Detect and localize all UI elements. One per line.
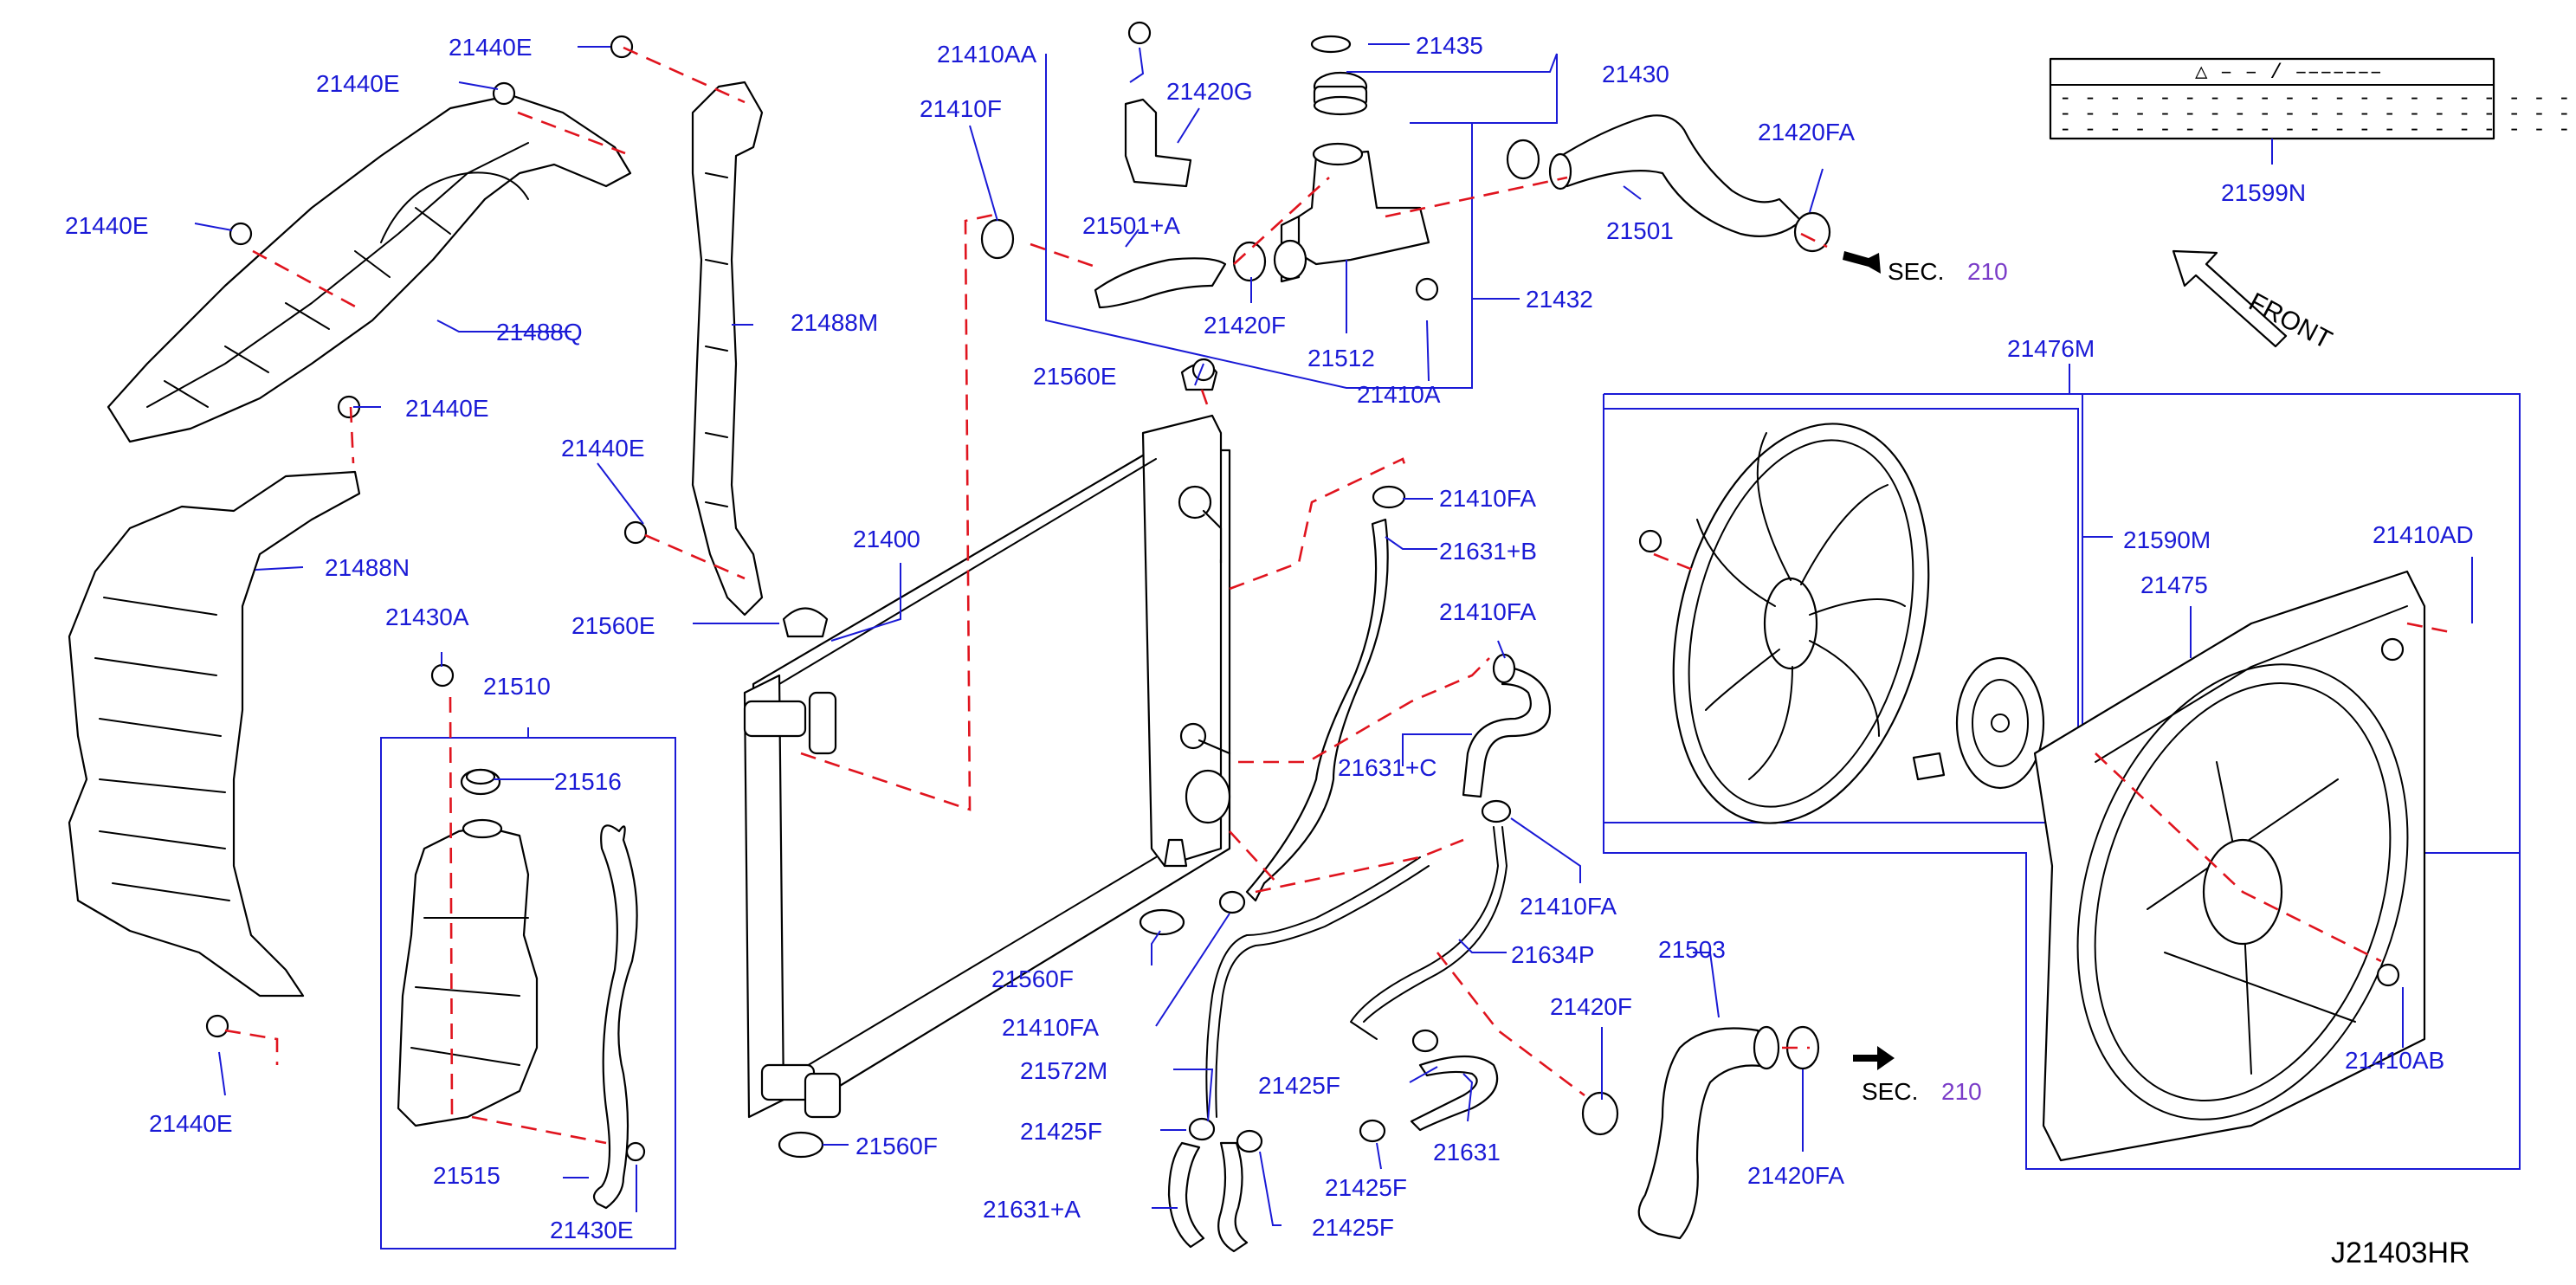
warning-label-line: - - - - - - - - - - - - - - - - - - - - …	[2059, 87, 2576, 111]
callout: 21476M	[2007, 335, 2095, 362]
warning-label-line: - - - - - - - - - - - - - - - - - - - - …	[2059, 103, 2576, 126]
callout: 21516	[554, 768, 622, 795]
callout: 21430A	[385, 604, 469, 630]
callout: 21560E	[571, 612, 655, 639]
callout: 21420G	[1166, 78, 1253, 105]
leader-lines	[194, 43, 2473, 1226]
hose-21634P	[1350, 826, 1508, 1040]
warning-label	[2049, 57, 2495, 140]
hose-21631A	[1167, 1141, 1249, 1253]
callout: 21435	[1416, 32, 1483, 59]
radiator-21400	[743, 414, 1231, 1119]
callout: 21488N	[325, 554, 410, 581]
callout: 21410AD	[2373, 521, 2474, 548]
callout: 21440E	[65, 212, 149, 239]
callout: 21512	[1307, 345, 1375, 371]
bracket-21420G	[1124, 98, 1192, 188]
reservoir-hose-21515	[592, 824, 638, 1210]
front-arrow-icon	[2172, 249, 2288, 348]
callout: 21501+A	[1082, 212, 1180, 239]
alignment-lines	[224, 46, 2451, 1145]
callout: 21475	[2140, 571, 2208, 598]
callout: 21590M	[2123, 526, 2211, 553]
callout: 21488M	[791, 309, 878, 336]
hose-21572M	[1205, 856, 1430, 1118]
callout: 21410AA	[937, 41, 1037, 68]
callout: 21440E	[561, 435, 645, 462]
side-seal-21488M	[691, 81, 764, 617]
sec-reference-lower: SEC. 210	[1862, 1078, 1982, 1105]
callout: 21410F	[920, 95, 1002, 122]
callout: 21420FA	[1747, 1162, 1844, 1189]
hose-21501A	[1094, 257, 1227, 309]
reservoir-tank-21510	[397, 768, 539, 1127]
hose-21631C	[1462, 665, 1552, 798]
callout: 21631	[1433, 1139, 1501, 1166]
callout: 21410FA	[1520, 893, 1617, 920]
callout: 21440E	[316, 70, 400, 97]
callout: 21440E	[149, 1110, 233, 1137]
callout: 21425F	[1325, 1174, 1407, 1201]
cap-21430	[1310, 35, 1368, 116]
callout: 21400	[853, 526, 920, 552]
figure-id: J21403HR	[2331, 1237, 2470, 1269]
fastener-clips	[205, 21, 2405, 1162]
callout: 21432	[1526, 286, 1593, 313]
callout: 21410A	[1357, 381, 1441, 408]
sec-number: 210	[1941, 1078, 1982, 1105]
callout: 21503	[1658, 936, 1726, 963]
callout: 21430	[1602, 61, 1669, 87]
lower-hose-21503	[1637, 1025, 1780, 1240]
lower-air-guide-21488N	[68, 470, 361, 998]
callout: 21560F	[991, 965, 1074, 992]
callout: 21440E	[449, 34, 533, 61]
callout: 21631+A	[983, 1196, 1081, 1223]
fan-motor	[1912, 656, 2045, 790]
callout: 21420F	[1204, 312, 1286, 339]
callout: 21631+C	[1338, 754, 1436, 781]
sec-number: 210	[1967, 258, 2008, 285]
callout: 21410FA	[1439, 598, 1536, 625]
warning-label-header: △ – – / –––––––	[2195, 61, 2382, 85]
sec-prefix: SEC.	[1888, 258, 1944, 285]
callout: 21631+B	[1439, 538, 1537, 565]
callout: 21410AB	[2345, 1047, 2444, 1074]
callout-labels: 21440E 21440E 21440E 21488Q 21440E 21488…	[65, 32, 2474, 1243]
callout: 21501	[1606, 217, 1674, 244]
callout: 21425F	[1020, 1118, 1102, 1145]
hose-clamps-top	[980, 139, 1831, 282]
sec-arrow-icon	[1843, 251, 1895, 1070]
hose-21631	[1410, 1055, 1499, 1132]
callout: 21560E	[1033, 363, 1117, 390]
callout: 21420FA	[1758, 119, 1855, 145]
sec-reference-upper: SEC. 210	[1888, 258, 2008, 285]
callout: 21488Q	[496, 319, 583, 345]
callout: 21440E	[405, 395, 489, 422]
callout: 21420F	[1550, 993, 1632, 1020]
callout: 21425F	[1312, 1214, 1394, 1241]
callout: 21515	[433, 1162, 500, 1189]
callout: 21410FA	[1439, 485, 1536, 512]
upper-air-guide-21488Q	[107, 94, 632, 443]
callout: 21410FA	[1002, 1014, 1099, 1041]
callout: 21560F	[855, 1133, 938, 1159]
hose-clamps-middle	[1188, 485, 1820, 1153]
upper-hose-21501	[1548, 114, 1803, 237]
callout: 21510	[483, 673, 551, 700]
hose-21631B	[1245, 518, 1389, 902]
warning-label-line: - - - - - - - - - - - - - - - - - - - - …	[2059, 119, 2576, 142]
callout: 21634P	[1511, 941, 1595, 968]
fan-blade-21590M	[1672, 423, 1930, 824]
callout: 21425F	[1258, 1072, 1340, 1099]
callout: 21599N	[2221, 179, 2306, 206]
callout: 21572M	[1020, 1057, 1107, 1084]
sec-prefix: SEC.	[1862, 1078, 1918, 1105]
fan-shroud-21475	[2033, 570, 2426, 1162]
callout: 21430E	[550, 1217, 634, 1243]
